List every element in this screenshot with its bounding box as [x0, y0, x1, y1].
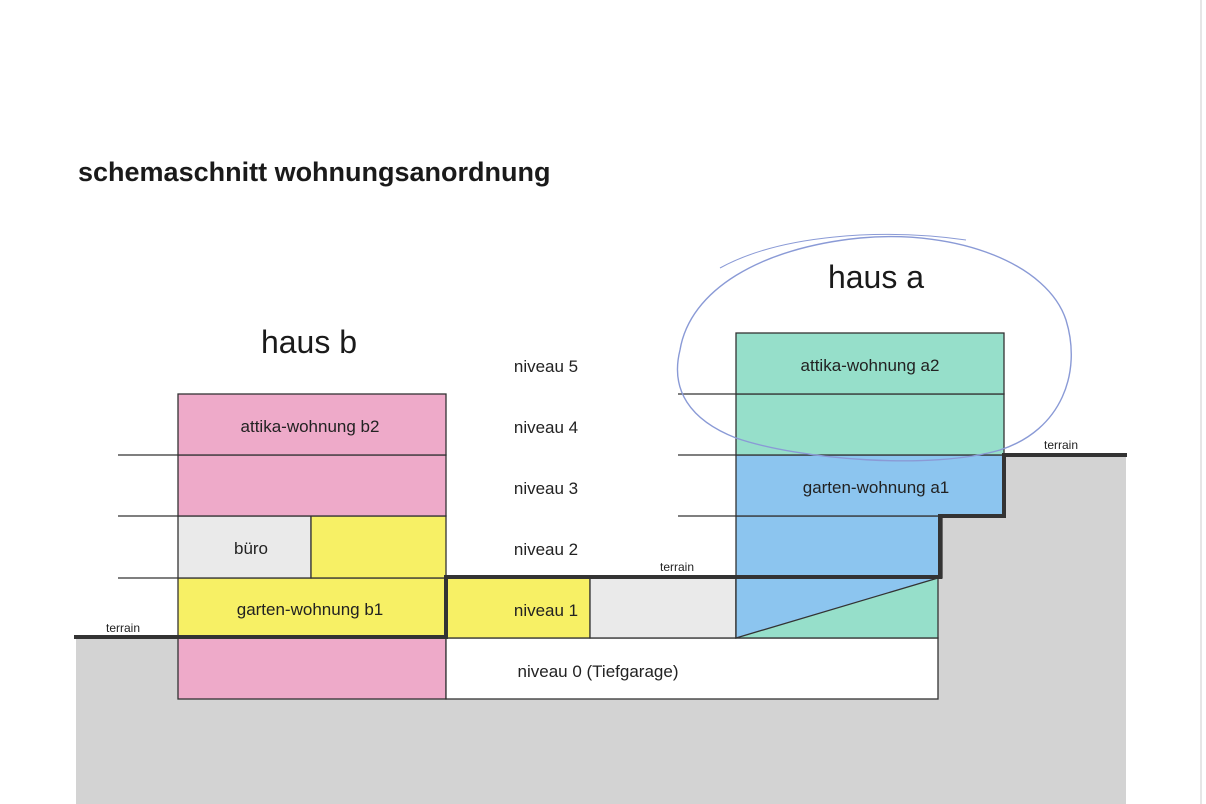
unit-label-attika-b2: attika-wohnung b2	[241, 417, 380, 436]
haus-a-label: haus a	[828, 259, 924, 295]
level-1-grey-unit	[589, 577, 737, 639]
unit-label-buero: büro	[234, 539, 268, 558]
level-label-2: niveau 2	[514, 540, 578, 559]
terrain-label-left: terrain	[106, 621, 140, 635]
haus-b-office	[177, 515, 312, 579]
haus-a-attika-unit	[735, 332, 1005, 395]
level-label-4: niveau 4	[514, 418, 578, 437]
unit-label-garten-b1: garten-wohnung b1	[237, 600, 384, 619]
terrain-label-middle: terrain	[660, 560, 694, 574]
level-label-1: niveau 1	[514, 601, 578, 620]
level-label-0: niveau 0 (Tiefgarage)	[518, 662, 679, 681]
unit-label-garten-a1: garten-wohnung a1	[803, 478, 950, 497]
haus-a-garden-unit	[735, 454, 1005, 517]
haus-a-level-2-unit	[735, 515, 943, 579]
page-title: schemaschnitt wohnungsanordnung	[78, 157, 551, 187]
terrain-line	[74, 453, 1127, 639]
haus-b-attika-unit	[177, 393, 447, 456]
ground-mass	[76, 456, 1126, 804]
level-label-5: niveau 5	[514, 357, 578, 376]
haus-b-level-2-yellow	[310, 515, 447, 579]
haus-a-level-4-unit	[735, 393, 1005, 456]
terrain-label-right: terrain	[1044, 438, 1078, 452]
page-edge	[1200, 0, 1202, 804]
haus-b-level-0-unit	[177, 637, 447, 700]
haus-b-label: haus b	[261, 324, 357, 360]
haus-b-level-3-unit	[177, 454, 447, 517]
scribble-ellipse	[676, 235, 1072, 462]
level-label-3: niveau 3	[514, 479, 578, 498]
scribble-stroke	[719, 234, 967, 269]
unit-label-attika-a2: attika-wohnung a2	[801, 356, 940, 375]
garage	[445, 637, 939, 700]
